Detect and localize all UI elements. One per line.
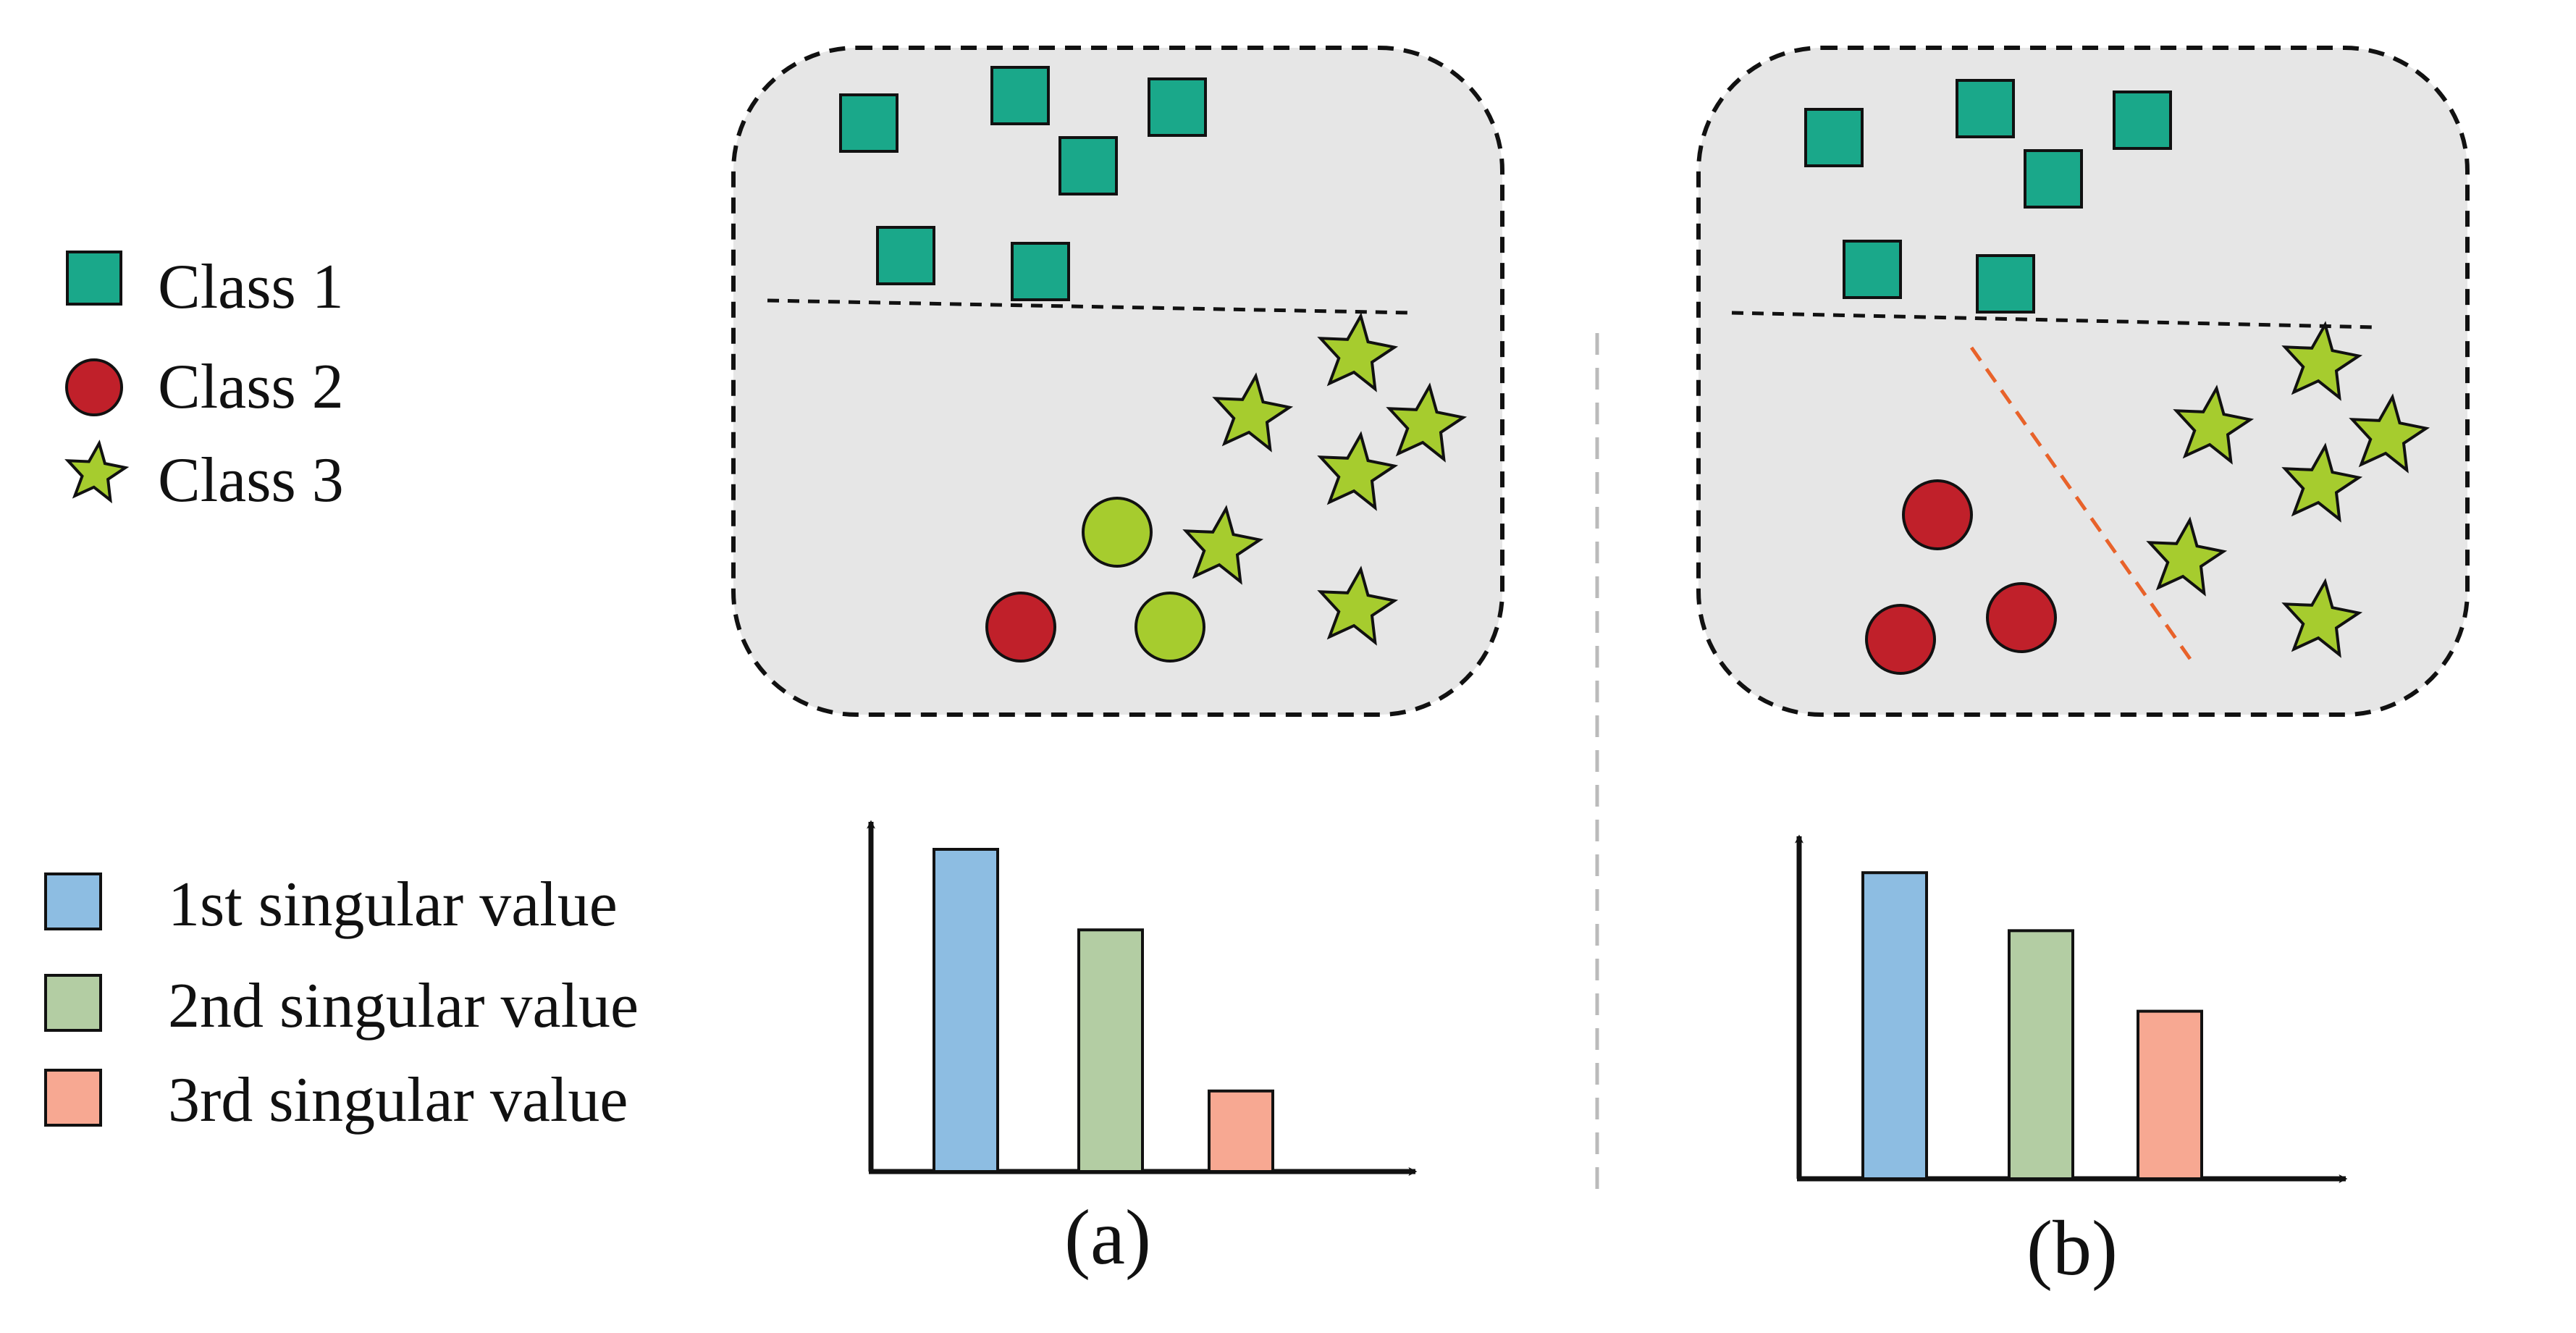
class-3-star	[1212, 372, 1294, 453]
bar-1st-singular-a	[933, 848, 999, 1173]
class-1-square	[1011, 242, 1070, 301]
bar-2nd-singular-b	[2008, 929, 2074, 1180]
caption-b: (b)	[2026, 1206, 2118, 1292]
legend-item-3rd-singular: 3rd singular value	[44, 1065, 628, 1135]
circle-points-a	[985, 497, 1205, 663]
star-icon	[64, 440, 130, 504]
class-1-square	[1148, 77, 1207, 137]
swatch-1st-singular	[44, 872, 102, 930]
class-3-star	[2281, 321, 2363, 401]
class-legend: Class 1 Class 2 Class 3	[64, 251, 344, 516]
class-1-square	[1843, 240, 1902, 299]
decision-boundary-b	[1731, 311, 2377, 329]
class-1-square	[1956, 79, 2015, 138]
class-3-star	[1386, 382, 1468, 463]
legend-label-class-3: Class 3	[158, 445, 344, 516]
class-3-circle	[1135, 592, 1205, 663]
swatch-2nd-singular	[44, 974, 102, 1032]
class-3-star	[2281, 578, 2363, 658]
caption-a: (a)	[1064, 1195, 1151, 1281]
feature-space-box-a	[731, 46, 1504, 717]
class-3-points-b	[2146, 321, 2430, 658]
class-3-circle	[1082, 497, 1153, 568]
bar-3rd-singular-a	[1208, 1089, 1274, 1173]
bar-2nd-singular-a	[1077, 928, 1144, 1173]
class-3-star	[2281, 442, 2363, 523]
singular-value-legend: 1st singular value 2nd singular value 3r…	[44, 870, 639, 1135]
class-2-circle	[1902, 479, 1973, 550]
class-2-points-b	[1865, 479, 2057, 675]
class-2-circle	[1986, 582, 2057, 653]
bar-3rd-singular-b	[2137, 1009, 2203, 1180]
legend-item-1st-singular: 1st singular value	[44, 870, 618, 940]
class-3-star	[1182, 505, 1264, 585]
class-3-points-a	[1182, 312, 1468, 646]
legend-item-class-3: Class 3	[64, 440, 344, 516]
class-1-square	[990, 66, 1050, 125]
class-1-square	[1058, 136, 1118, 195]
class-3-star	[2146, 516, 2228, 597]
legend-label-class-1: Class 1	[158, 252, 344, 322]
bars-b	[1861, 871, 2203, 1180]
legend-label-2nd-singular: 2nd singular value	[168, 971, 639, 1041]
square-icon	[66, 251, 122, 306]
class-1-square	[1976, 254, 2035, 314]
decision-boundary-a	[767, 298, 1413, 315]
class-2-circle	[1865, 604, 1936, 675]
extra-decision-boundary-b	[1969, 346, 2192, 660]
circle-icon	[65, 358, 123, 416]
class-3-star	[2173, 384, 2255, 465]
legend-label-1st-singular: 1st singular value	[168, 870, 618, 940]
class-1-points-a	[839, 66, 1207, 301]
class-1-points-b	[1804, 79, 2172, 314]
panel-a: (a)	[731, 46, 1504, 1281]
class-1-square	[2024, 149, 2083, 209]
feature-space-box-b	[1696, 46, 2470, 717]
swatch-3rd-singular	[44, 1069, 102, 1127]
legend-item-class-2: Class 2	[65, 352, 344, 422]
legend-label-class-2: Class 2	[158, 352, 344, 422]
class-1-square	[876, 226, 935, 285]
bars-a	[933, 848, 1274, 1173]
class-3-star	[1317, 565, 1399, 646]
class-1-square	[2113, 91, 2172, 150]
class-3-star	[1317, 431, 1399, 511]
class-2-circle	[985, 592, 1056, 663]
legend-item-class-1: Class 1	[66, 251, 344, 322]
class-3-star	[1317, 312, 1399, 392]
class-1-square	[1804, 108, 1864, 167]
class-1-square	[839, 93, 898, 153]
legend-item-2nd-singular: 2nd singular value	[44, 971, 639, 1041]
singular-value-chart-b	[1795, 834, 2348, 1183]
class-3-star	[2349, 393, 2430, 474]
singular-value-chart-a	[867, 820, 1418, 1176]
legend-label-3rd-singular: 3rd singular value	[168, 1065, 628, 1135]
panel-b: (b)	[1696, 46, 2470, 1292]
bar-1st-singular-b	[1861, 871, 1928, 1180]
